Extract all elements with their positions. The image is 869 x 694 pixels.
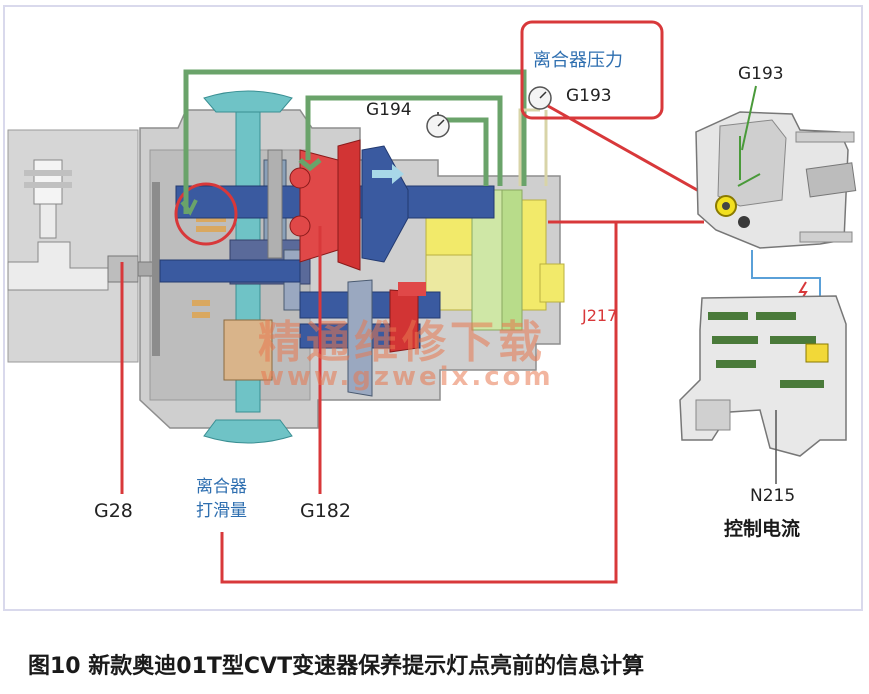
g193-callout-line — [741, 85, 757, 151]
intermediate-shaft — [159, 259, 301, 283]
label-g28: G28 — [94, 500, 133, 522]
label-clutch-slip-2: 打滑量 — [196, 501, 247, 521]
watermark-text: 精通维修下载 — [258, 317, 546, 368]
pressure-lines — [183, 69, 527, 214]
bevel-gear — [267, 149, 283, 259]
label-g194: G194 — [366, 100, 412, 120]
label-clutch-pressure: 离合器压力 — [533, 50, 623, 71]
clutch-feed-arrow — [180, 199, 198, 216]
engine-block — [7, 129, 139, 363]
label-g193-unit: G193 — [738, 64, 784, 84]
g194-gauge — [426, 112, 450, 138]
label-control-current: 控制电流 — [724, 518, 801, 540]
label-g193-gauge: G193 — [566, 86, 612, 106]
g193-signal-line — [547, 104, 723, 206]
label-j217: J217 — [582, 306, 618, 325]
n215-valve-yellow — [805, 343, 829, 363]
control-wire — [751, 250, 821, 300]
watermark-url: www.gzweix.com — [260, 362, 554, 392]
g193-gauge — [528, 86, 552, 110]
clutch-highlight-circle — [174, 182, 238, 246]
mechatronic-unit — [695, 111, 857, 249]
flywheel — [152, 182, 160, 356]
valve-body — [679, 295, 847, 457]
label-n215: N215 — [750, 486, 796, 506]
label-g182: G182 — [300, 500, 351, 522]
sensor-signal-lines — [120, 220, 704, 584]
pressure-lines-thin — [518, 108, 548, 186]
clutch-pressure-box — [520, 20, 664, 120]
label-clutch-slip-1: 离合器 — [196, 477, 247, 497]
g182-sensor-wheel-lower — [289, 215, 311, 237]
g182-sensor-wheel — [289, 167, 311, 189]
figure-caption: 图10 新款奥迪01T型CVT变速器保养提示灯点亮前的信息计算 — [28, 654, 645, 679]
pressure-arrow — [298, 158, 322, 172]
